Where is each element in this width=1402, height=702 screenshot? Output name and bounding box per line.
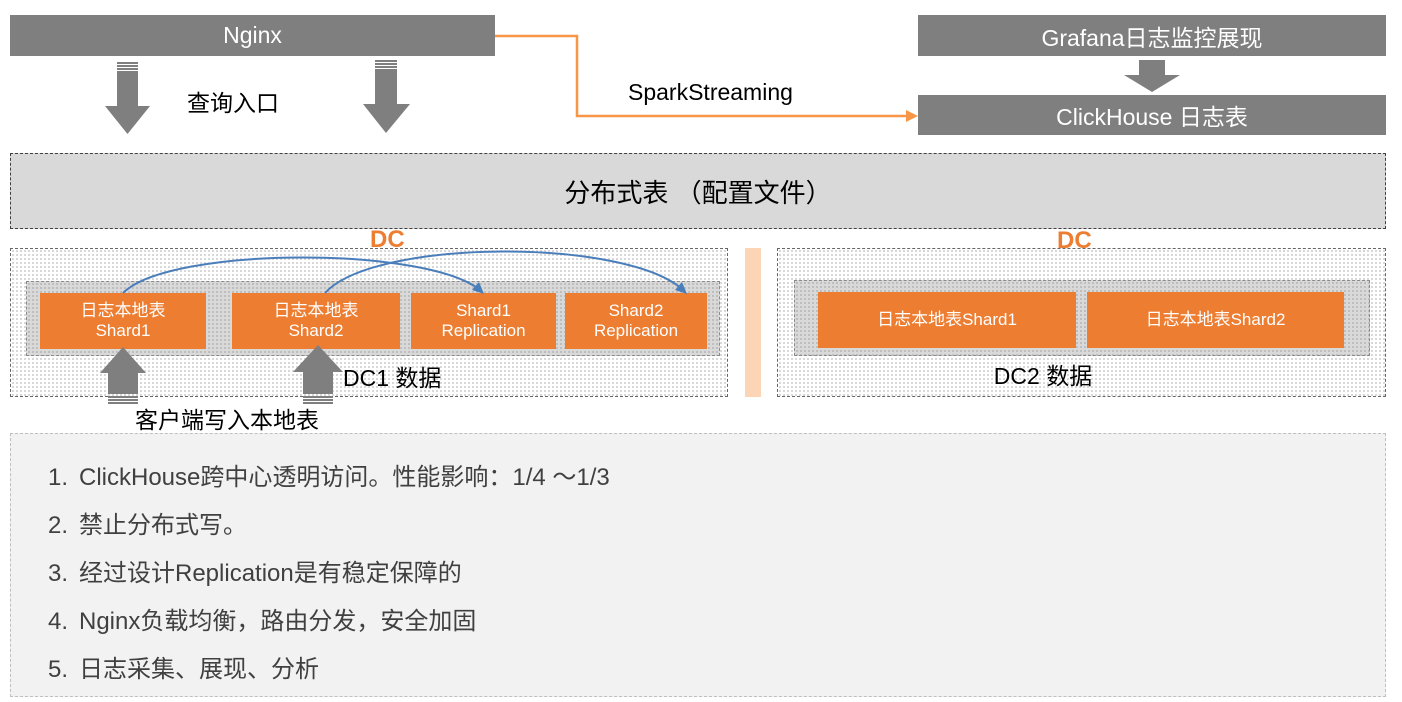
dc1-local-table-shard2: 日志本地表 Shard2 bbox=[232, 293, 400, 349]
table-label-line: Shard2 bbox=[288, 321, 344, 340]
query-down-arrow-left-icon bbox=[105, 62, 150, 134]
dc-divider bbox=[745, 248, 761, 397]
spark-streaming-arrowhead-icon bbox=[906, 110, 918, 122]
note-item: 5. 日志采集、展现、分析 bbox=[48, 646, 1385, 694]
note-number: 4. bbox=[48, 608, 69, 635]
note-text: ClickHouse跨中心透明访问。性能影响：1/4 ～1/3 bbox=[79, 464, 610, 491]
note-number: 1. bbox=[48, 464, 69, 491]
grafana-box: Grafana日志监控展现 bbox=[918, 15, 1386, 56]
clickhouse-log-table-label: ClickHouse 日志表 bbox=[1056, 104, 1248, 130]
note-item: 2. 禁止分布式写。 bbox=[48, 502, 1385, 550]
note-number: 2. bbox=[48, 512, 69, 539]
dc1-local-table-shard1: 日志本地表 Shard1 bbox=[40, 293, 206, 349]
table-label-line: Shard2 bbox=[608, 301, 664, 320]
query-entry-label: 查询入口 bbox=[187, 90, 279, 116]
table-label-line: Shard1 bbox=[95, 321, 151, 340]
note-text: Nginx负载均衡，路由分发，安全加固 bbox=[79, 608, 477, 635]
distributed-table-label: 分布式表 （配置文件） bbox=[564, 177, 832, 208]
dc1-shard1-replication: Shard1 Replication bbox=[411, 293, 556, 349]
table-label-line: 日志本地表 bbox=[80, 301, 166, 320]
note-text: 经过设计Replication是有稳定保障的 bbox=[79, 560, 462, 587]
note-number: 5. bbox=[48, 656, 69, 683]
nginx-label: Nginx bbox=[223, 22, 282, 48]
client-write-label: 客户端写入本地表 bbox=[135, 407, 319, 433]
distributed-table-box: 分布式表 （配置文件） bbox=[10, 153, 1386, 229]
table-label: 日志本地表Shard1 bbox=[877, 310, 1017, 329]
dc2-local-table-shard1: 日志本地表Shard1 bbox=[818, 292, 1076, 348]
note-text: 禁止分布式写。 bbox=[79, 512, 247, 539]
dc1-caption: DC1 数据 bbox=[343, 365, 442, 391]
note-text: 日志采集、展现、分析 bbox=[79, 656, 319, 683]
dc2-local-table-shard2: 日志本地表Shard2 bbox=[1087, 292, 1344, 348]
dc1-shard2-replication: Shard2 Replication bbox=[565, 293, 707, 349]
table-label: 日志本地表Shard2 bbox=[1145, 310, 1286, 329]
note-number: 3. bbox=[48, 560, 69, 587]
note-item: 1. ClickHouse跨中心透明访问。性能影响：1/4 ～1/3 bbox=[48, 454, 1385, 502]
spark-streaming-label: SparkStreaming bbox=[628, 79, 793, 105]
table-label-line: Shard1 bbox=[456, 301, 511, 320]
dc2-tag: DC bbox=[1057, 227, 1092, 254]
nginx-box: Nginx bbox=[10, 15, 495, 56]
clickhouse-log-table-box: ClickHouse 日志表 bbox=[918, 95, 1386, 135]
dc2-caption: DC2 数据 bbox=[993, 363, 1093, 389]
query-down-arrow-right-icon bbox=[363, 60, 410, 133]
grafana-label: Grafana日志监控展现 bbox=[1041, 24, 1263, 51]
table-label-line: Replication bbox=[593, 321, 679, 340]
notes-panel: 1. ClickHouse跨中心透明访问。性能影响：1/4 ～1/3 2. 禁止分布… bbox=[10, 433, 1386, 697]
table-label-line: Replication bbox=[441, 321, 526, 340]
note-item: 4. Nginx负载均衡，路由分发，安全加固 bbox=[48, 598, 1385, 646]
table-label-line: 日志本地表 bbox=[273, 301, 359, 320]
grafana-down-arrow-icon bbox=[1124, 60, 1180, 92]
note-item: 3. 经过设计Replication是有稳定保障的 bbox=[48, 550, 1385, 598]
dc1-tag: DC bbox=[370, 226, 405, 253]
